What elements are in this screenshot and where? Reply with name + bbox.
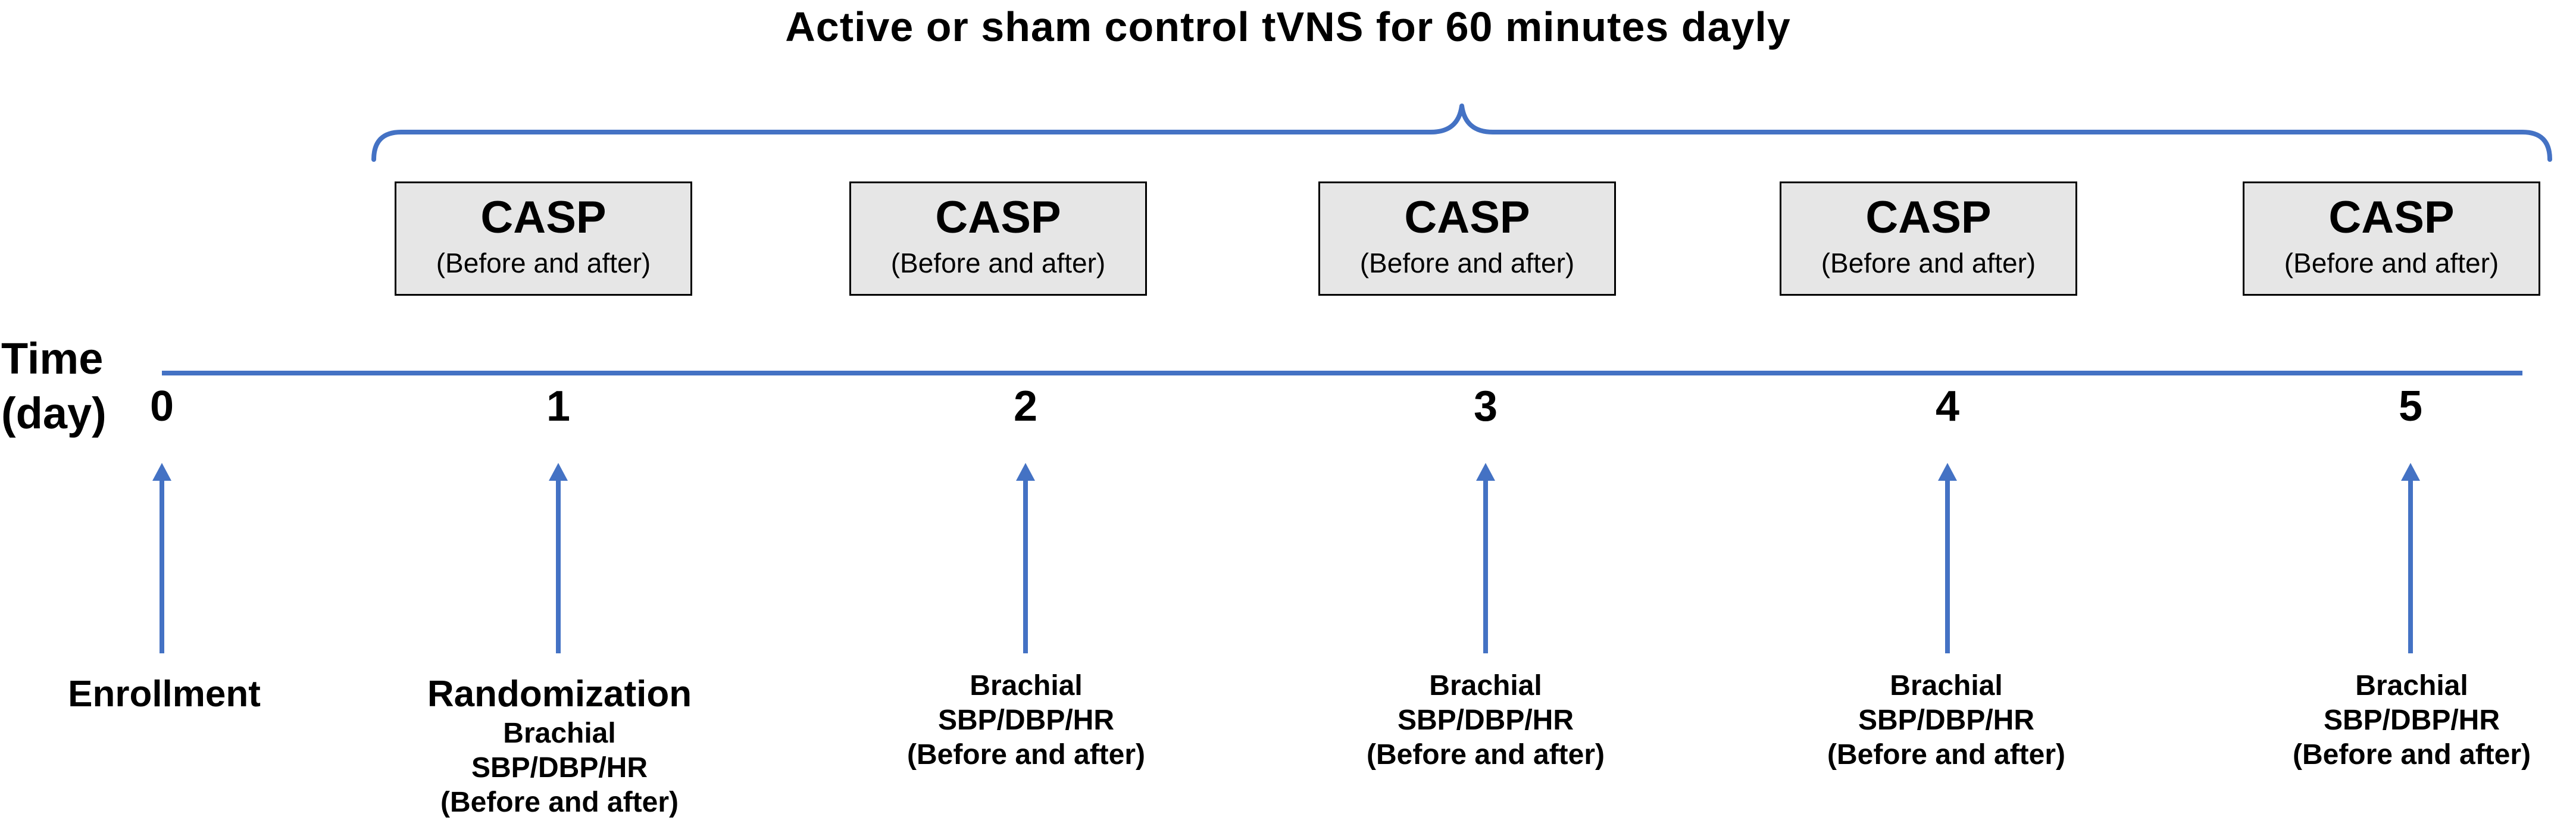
casp-title: CASP: [935, 192, 1061, 243]
casp-box-day-5: CASP (Before and after): [2243, 181, 2540, 296]
event-line: SBP/DBP/HR: [471, 752, 648, 784]
casp-subtitle: (Before and after): [436, 248, 651, 278]
day-tick-5: 5: [2398, 383, 2423, 430]
arrow-head-day-4: [1938, 463, 1957, 481]
arrow-head-day-2: [1016, 463, 1035, 481]
axis-label-time: Time: [1, 334, 104, 383]
casp-title: CASP: [2328, 192, 2455, 243]
event-line: (Before and after): [1827, 739, 2066, 771]
event-line: SBP/DBP/HR: [2323, 705, 2500, 736]
event-heading: Enrollment: [68, 674, 261, 715]
event-line: (Before and after): [440, 787, 679, 818]
casp-title: CASP: [1404, 192, 1530, 243]
casp-subtitle: (Before and after): [2284, 248, 2499, 278]
casp-box-day-4: CASP (Before and after): [1780, 181, 2077, 296]
day-tick-0: 0: [149, 383, 174, 430]
event-line: (Before and after): [906, 739, 1146, 771]
event-line: Brachial: [1429, 670, 1542, 702]
arrow-head-day-5: [2401, 463, 2420, 481]
casp-box-day-2: CASP (Before and after): [849, 181, 1147, 296]
event-label-day-4: Brachial SBP/DBP/HR (Before and after): [1780, 669, 2113, 772]
event-line: Brachial: [970, 670, 1083, 702]
axis-label-day: (day): [1, 389, 107, 438]
day-tick-2: 2: [1013, 383, 1038, 430]
event-line: Brachial: [503, 718, 616, 749]
event-heading: Randomization: [427, 674, 692, 715]
event-label-day-5: Brachial SBP/DBP/HR (Before and after): [2245, 669, 2576, 772]
arrow-group: [152, 463, 2420, 653]
event-line: (Before and after): [2292, 739, 2531, 771]
event-line: Brachial: [1890, 670, 2003, 702]
event-label-day-1: Randomization Brachial SBP/DBP/HR (Befor…: [393, 672, 726, 820]
event-line: Brachial: [2355, 670, 2468, 702]
event-label-day-2: Brachial SBP/DBP/HR (Before and after): [859, 669, 1193, 772]
arrow-head-day-1: [549, 463, 568, 481]
event-line: SBP/DBP/HR: [937, 705, 1115, 736]
casp-title: CASP: [1865, 192, 1992, 243]
event-label-day-3: Brachial SBP/DBP/HR (Before and after): [1319, 669, 1652, 772]
event-line: SBP/DBP/HR: [1397, 705, 1574, 736]
treatment-brace: [371, 104, 2552, 162]
event-line: SBP/DBP/HR: [1858, 705, 2035, 736]
casp-title: CASP: [480, 192, 607, 243]
day-tick-1: 1: [546, 383, 571, 430]
casp-subtitle: (Before and after): [1359, 248, 1575, 278]
casp-subtitle: (Before and after): [1821, 248, 2036, 278]
day-tick-4: 4: [1935, 383, 1960, 430]
casp-box-day-1: CASP (Before and after): [395, 181, 692, 296]
event-line: (Before and after): [1366, 739, 1605, 771]
diagram-title: Active or sham control tVNS for 60 minut…: [785, 4, 1791, 50]
event-label-day-0: Enrollment: [0, 672, 331, 716]
day-tick-3: 3: [1473, 383, 1498, 430]
casp-box-day-3: CASP (Before and after): [1318, 181, 1616, 296]
casp-subtitle: (Before and after): [890, 248, 1106, 278]
arrow-head-day-3: [1476, 463, 1495, 481]
arrow-head-day-0: [152, 463, 171, 481]
